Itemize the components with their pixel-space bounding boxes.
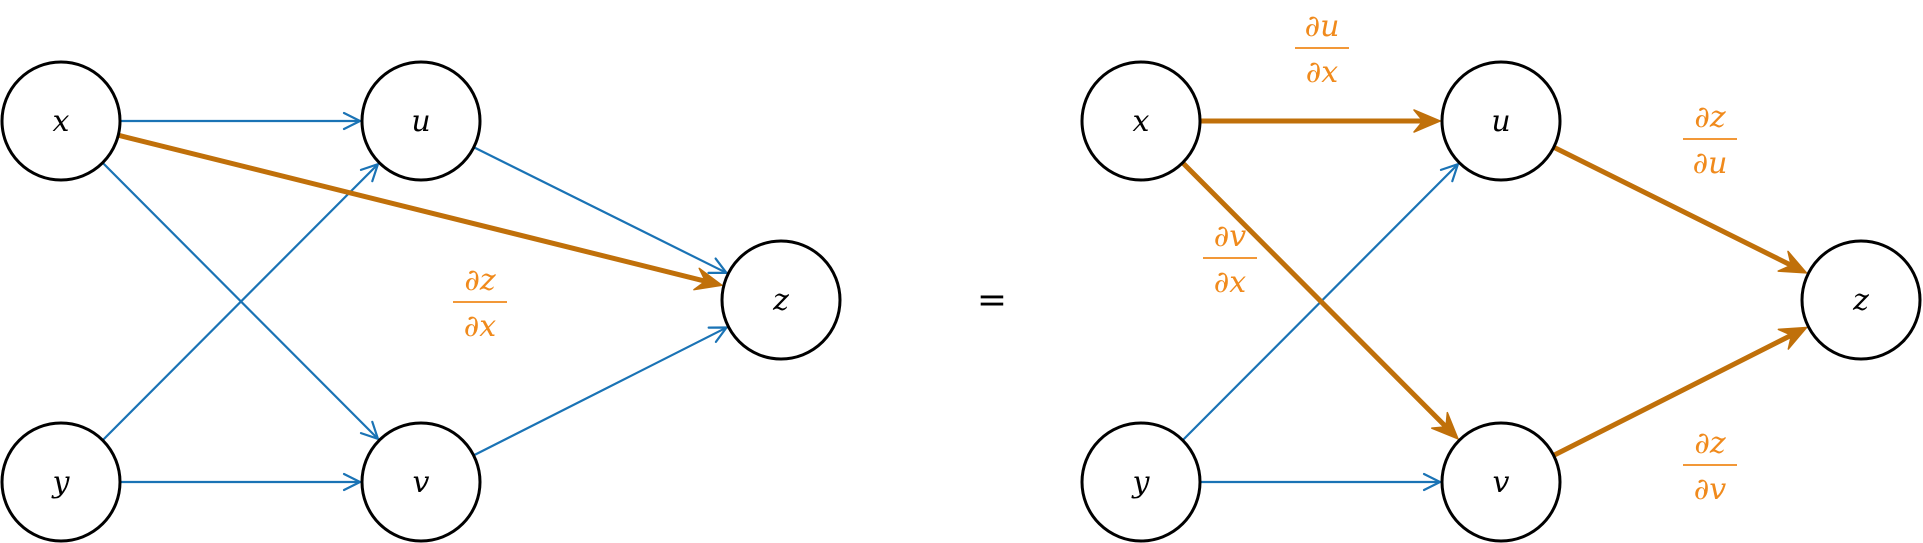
edge-line [1551,144,1797,270]
right-edge-v-z-highlighted [1551,326,1808,458]
node-label: u [411,104,430,139]
fraction-denominator: ∂x [464,309,497,344]
node-label: z [772,283,789,318]
left-node-v: v [360,421,482,543]
fraction-numerator: ∂v [1214,219,1247,254]
node-circle [1080,421,1202,543]
edge-line [472,327,726,457]
edge-line [1551,331,1797,458]
arrowhead [1413,109,1441,133]
node-circle [1800,239,1922,361]
arrowhead [1777,326,1808,350]
left-node-z: z [720,239,842,361]
left-node-u: u [360,60,482,182]
arrowhead [359,163,380,183]
fraction-denominator: ∂v [1694,472,1727,507]
node-circle [0,60,122,182]
fraction-numerator: ∂z [1694,100,1726,135]
right-node-u: u [1440,60,1562,182]
right-edge-u-z-highlighted [1551,144,1808,274]
right-edge-x-v-highlighted [1180,160,1459,440]
arrowhead [1439,163,1460,183]
node-label: y [51,465,71,500]
right-label-x-u: ∂u ∂x [1295,9,1349,90]
left-edge-u-z [472,146,728,274]
right-edge-y-v [1198,472,1442,492]
left-edge-x-u [118,111,362,131]
node-circle [360,60,482,182]
equals-sign: = [977,280,1007,321]
node-circle [1080,60,1202,182]
right-label-x-v: ∂v ∂x [1203,219,1257,300]
arrowhead [359,420,380,440]
fraction-numerator: ∂u [1305,9,1340,44]
arrowhead [1431,411,1459,440]
node-label: x [1133,104,1150,139]
arrowhead [693,267,723,291]
right-label-v-z: ∂z ∂v [1683,426,1737,507]
left-node-y: y [0,421,122,543]
fraction-denominator: ∂x [1214,265,1247,300]
left-nodes: x y u v z [0,60,842,543]
left-edge-x-v [101,161,380,440]
node-label: y [1131,465,1151,500]
node-circle [720,239,842,361]
node-label: v [1493,465,1510,500]
node-circle [360,421,482,543]
right-edge-x-u-highlighted [1197,109,1441,133]
arrowhead [342,472,362,492]
right-node-x: x [1080,60,1202,182]
edge-line [115,132,711,285]
fraction-numerator: ∂z [1694,426,1726,461]
fraction-denominator: ∂u [1693,146,1728,181]
node-circle [0,421,122,543]
left-edges [101,111,728,492]
edge-line [1180,160,1451,432]
left-node-x: x [0,60,122,182]
arrowhead [342,111,362,131]
node-label: z [1852,283,1869,318]
fraction-numerator: ∂z [464,263,496,298]
edge-line [101,164,378,442]
right-edge-labels: ∂u ∂x ∂v ∂x ∂z ∂u ∂z ∂v [1203,9,1737,507]
node-circle [1440,60,1562,182]
node-circle [1440,421,1562,543]
right-node-z: z [1800,239,1922,361]
right-nodes: x y u v z [1080,60,1922,543]
arrowhead [707,326,728,343]
right-graph: ∂u ∂x ∂v ∂x ∂z ∂u ∂z ∂v x y u v z [1080,9,1922,543]
left-edge-y-u [101,163,380,442]
arrowhead [1422,472,1442,492]
right-label-u-z: ∂z ∂u [1683,100,1737,181]
left-graph: ∂z ∂x x y u v z [0,60,842,543]
left-edge-v-z [472,326,728,457]
right-node-v: v [1440,421,1562,543]
left-edge-labels: ∂z ∂x [453,263,507,344]
right-node-y: y [1080,421,1202,543]
node-label: u [1491,104,1510,139]
node-label: x [53,104,70,139]
left-label-x-z: ∂z ∂x [453,263,507,344]
left-edge-y-v [118,472,362,492]
edge-line [101,161,378,439]
right-edges [1180,109,1808,492]
arrowhead [707,257,728,274]
arrowhead [1777,250,1808,274]
node-label: v [413,465,430,500]
edge-line [472,146,726,274]
left-edge-x-z-highlighted [115,132,723,291]
fraction-denominator: ∂x [1306,55,1339,90]
